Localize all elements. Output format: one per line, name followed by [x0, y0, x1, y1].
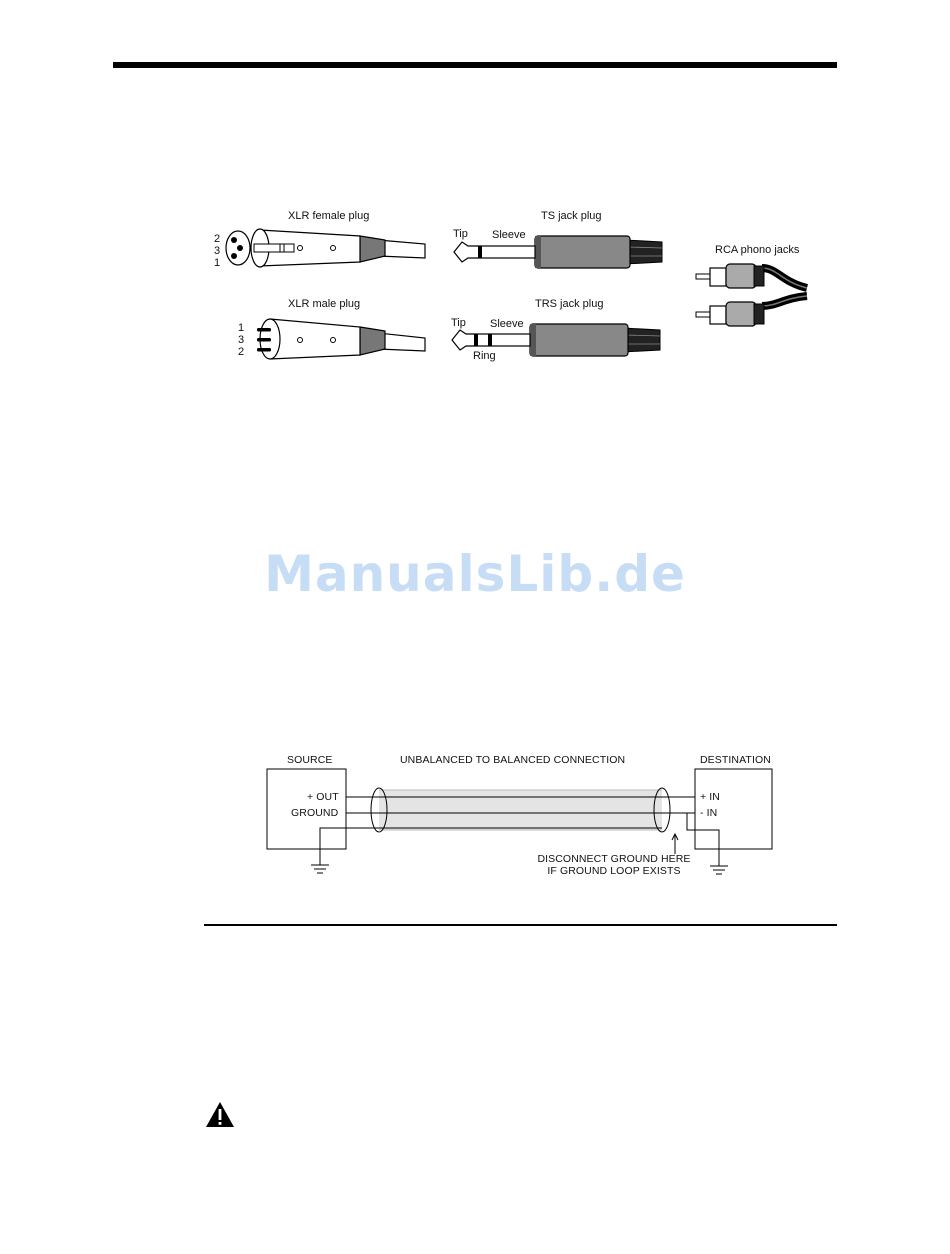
xlr-male-title: XLR male plug — [288, 298, 360, 310]
destination-plus-in-label: + IN — [700, 791, 720, 803]
xlr-female-plug-icon — [220, 222, 430, 272]
source-ground-label: GROUND — [291, 807, 338, 819]
rca-phono-jacks-icon — [692, 260, 817, 330]
xlr-male-pin-3: 2 — [238, 347, 244, 358]
watermark: ManualsLib.de — [0, 545, 950, 603]
xlr-male-pin-2: 3 — [238, 335, 244, 346]
section-rule — [204, 924, 837, 926]
ts-jack-plug-icon — [450, 234, 665, 274]
trs-title: TRS jack plug — [535, 298, 603, 310]
destination-minus-in-label: - IN — [700, 807, 717, 819]
xlr-male-pin-1: 1 — [238, 323, 244, 334]
disconnect-note-line1: DISCONNECT GROUND HERE — [524, 853, 704, 865]
xlr-female-title: XLR female plug — [288, 210, 369, 222]
disconnect-note-line2: IF GROUND LOOP EXISTS — [524, 865, 704, 877]
rca-title: RCA phono jacks — [715, 244, 799, 256]
ts-title: TS jack plug — [541, 210, 602, 222]
xlr-male-plug-icon — [245, 313, 430, 363]
source-out-label: + OUT — [307, 791, 339, 803]
top-rule — [113, 62, 837, 68]
warning-triangle-icon — [205, 1101, 235, 1128]
trs-jack-plug-icon — [448, 322, 663, 362]
